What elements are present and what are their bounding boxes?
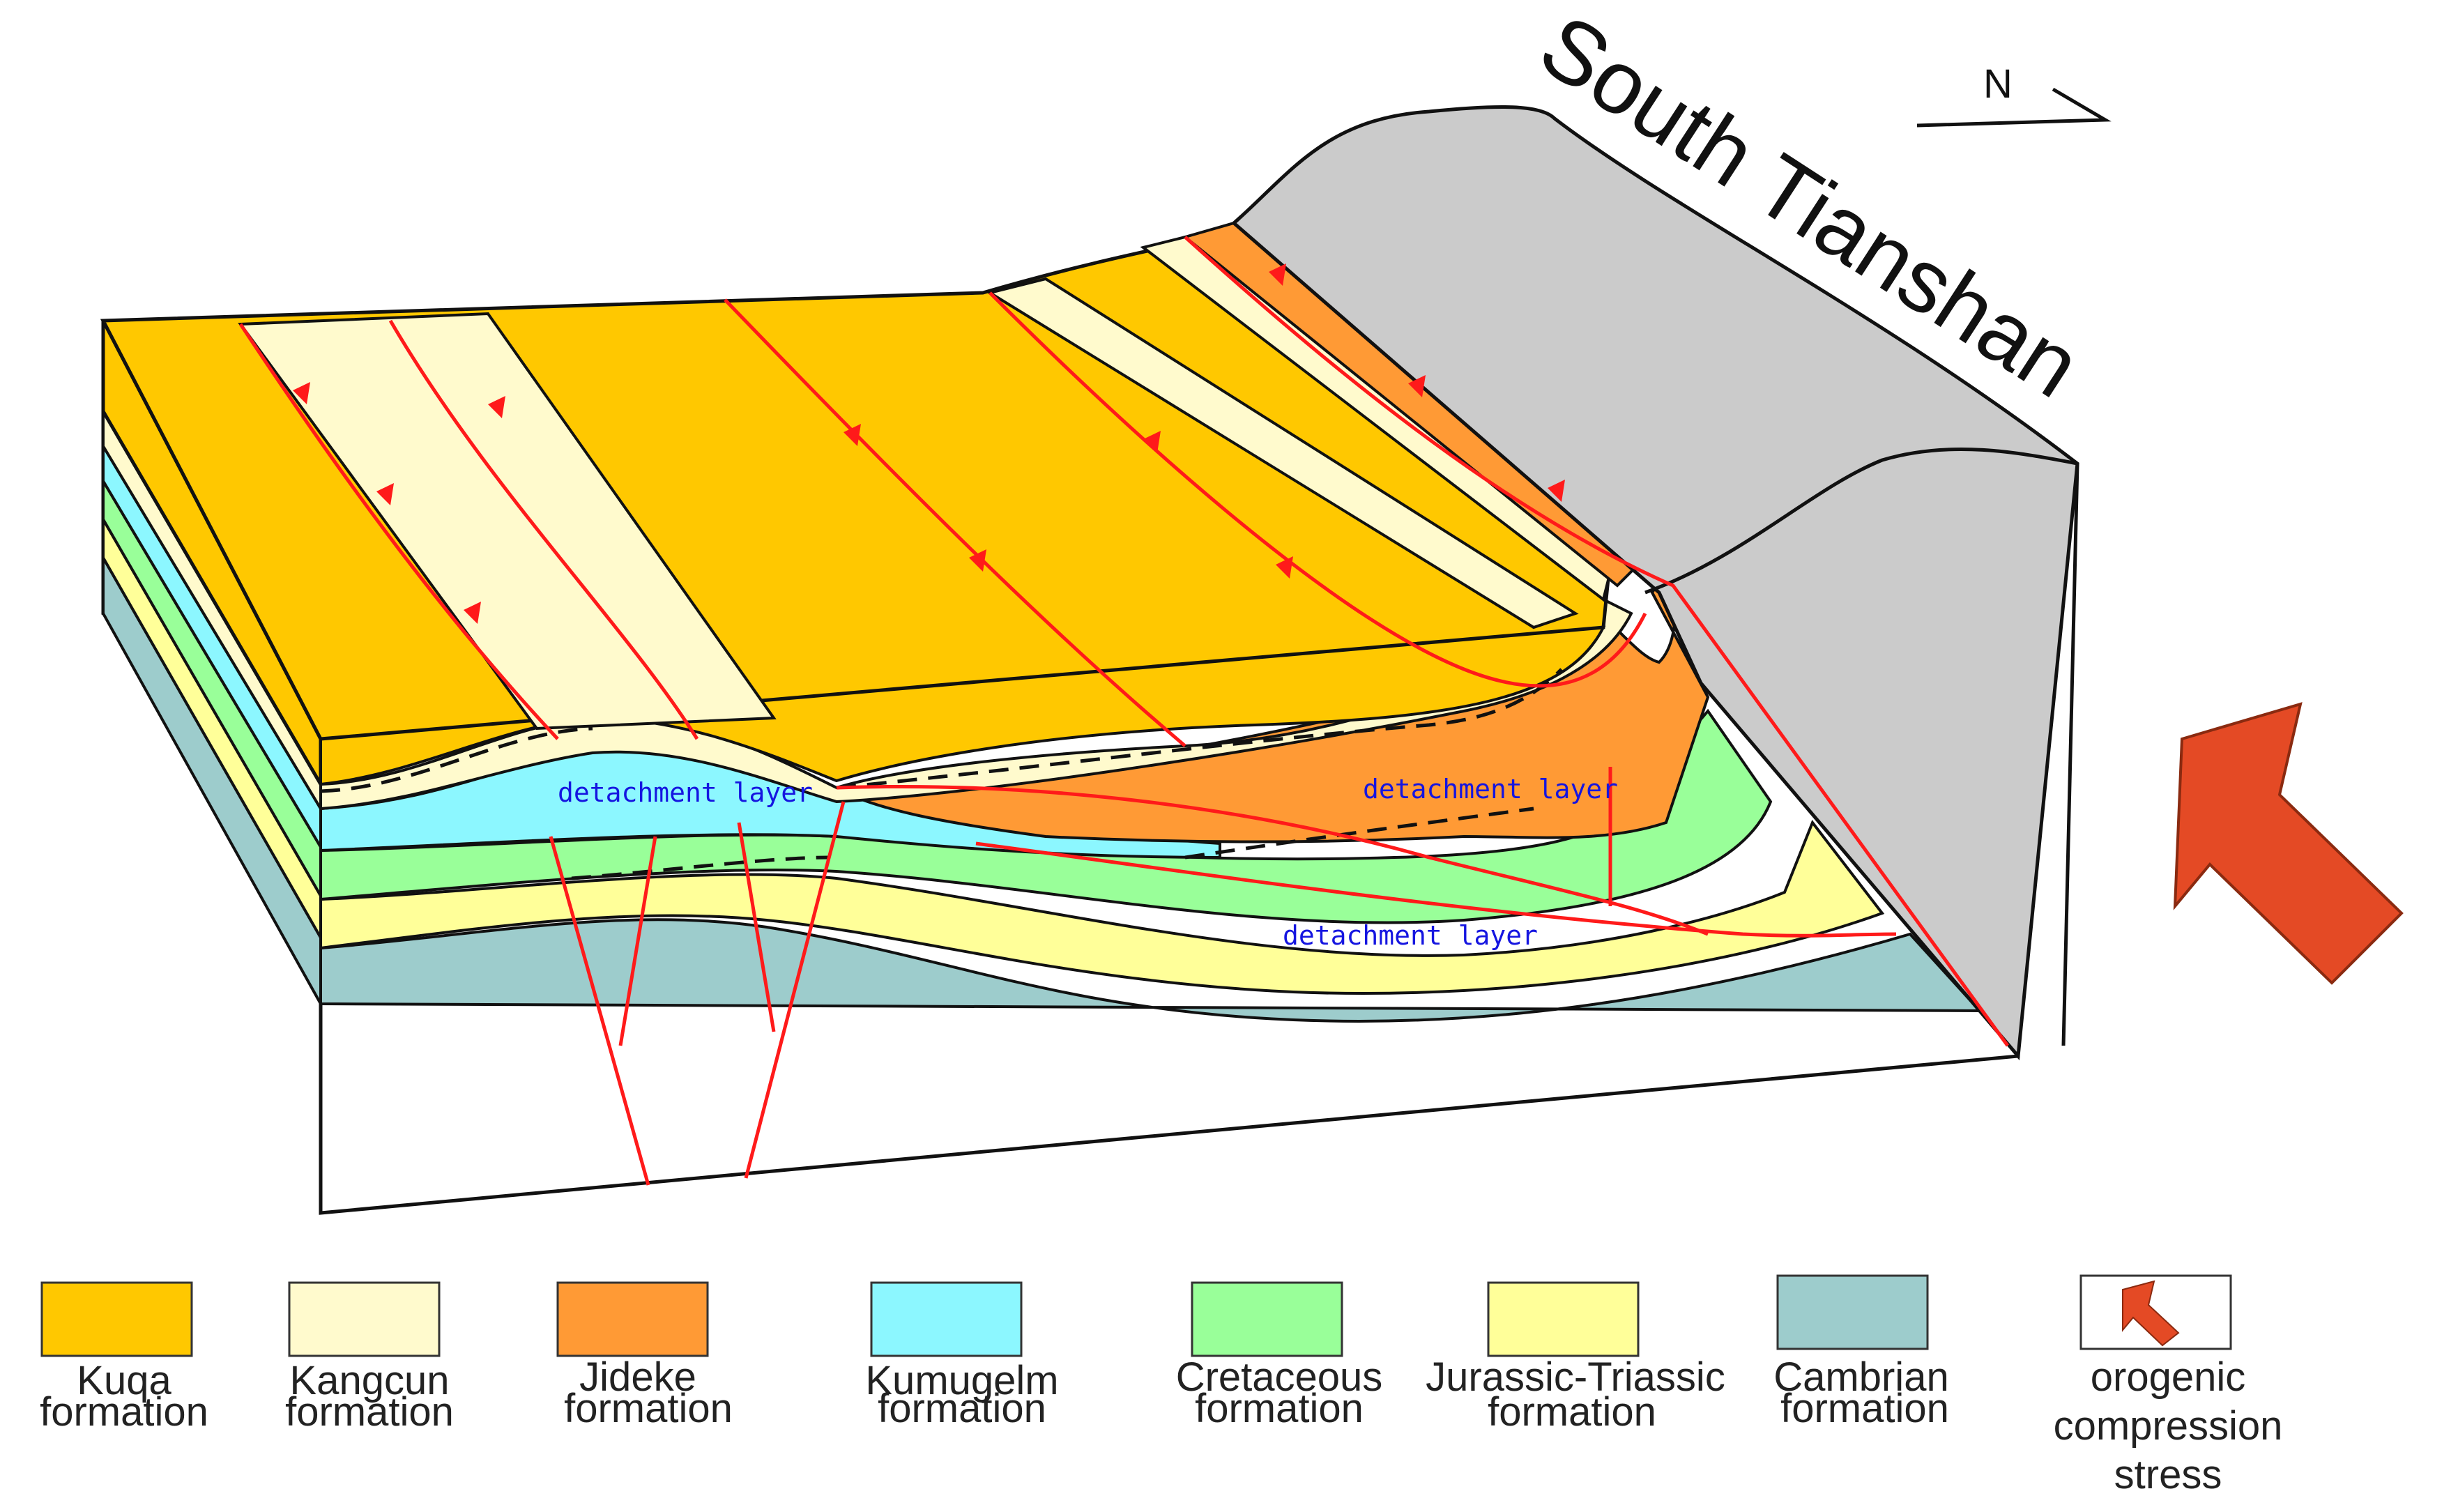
legend-sublabel-kumugelm: formation [878, 1386, 1046, 1431]
front-cambrian [319, 918, 1983, 1023]
annotations: detachment layer detachment layer detach… [558, 774, 1618, 951]
fault-3 [724, 298, 1186, 747]
fault-4 [988, 291, 1647, 688]
legend-item-cambrian: Cambrian formation [1773, 1274, 1949, 1431]
mountain-block [1231, 105, 2079, 1061]
north-arrow-icon [1916, 87, 2112, 128]
legend-label-stress-3: stress [2114, 1452, 2222, 1497]
legend-sublabel-jurassic-triassic: formation [1488, 1389, 1656, 1435]
top-band-kangcun-1 [238, 312, 777, 731]
legend-sublabel-kangcun: formation [285, 1389, 454, 1435]
legend-sublabel-jideke: formation [564, 1386, 733, 1431]
mountain-right-edge [2061, 463, 2079, 1046]
fault-7 [975, 841, 1897, 938]
legend-sublabel-kuqa: formation [40, 1389, 208, 1435]
dashed-horizon-3 [571, 855, 830, 880]
detachment-label-2: detachment layer [1363, 774, 1618, 804]
fault-2 [388, 319, 699, 740]
legend-label-jurassic-triassic: Jurassic-Triassic [1426, 1354, 1725, 1400]
dashed-horizon-2 [836, 668, 1563, 790]
fault-teeth [293, 264, 1565, 624]
fault-11 [744, 801, 846, 1179]
fault-6 [836, 784, 1709, 936]
north-arrow: N [1916, 61, 2112, 128]
legend-item-kumugelm: Kumugelm formation [865, 1281, 1059, 1431]
legend-sublabel-cambrian: formation [1780, 1386, 1949, 1431]
mountain-face [1231, 105, 2079, 1061]
north-label: N [1983, 61, 2013, 107]
detachment-label-3: detachment layer [1283, 920, 1538, 951]
legend-label-kuqa: Kuqa [77, 1358, 171, 1403]
cross-section [101, 319, 2020, 1215]
faults [238, 236, 2010, 1186]
top-band-kangcun-2 [986, 277, 1579, 629]
detachment-label-1: detachment layer [558, 777, 813, 808]
front-jurassic-triassic [319, 819, 1885, 995]
legend-label-jideke: Jideke [579, 1354, 696, 1400]
legend-label-cretaceous: Cretaceous [1176, 1354, 1383, 1400]
legend-item-kangcun: Kangcun formation [285, 1281, 454, 1435]
dashed-horizon-1 [320, 726, 593, 793]
fault-1 [238, 323, 559, 740]
fault-8 [549, 836, 650, 1186]
front-kuqa [319, 625, 1606, 786]
fault-10 [737, 822, 776, 1032]
legend-label-cambrian: Cambrian [1773, 1354, 1948, 1400]
stress-arrow-icon [2173, 702, 2404, 985]
dashed-horizon-4 [1184, 807, 1534, 860]
legend: Kuqa formation Kangcun formation Jideke … [40, 1274, 2283, 1497]
legend-stress-arrow-icon [2122, 1280, 2180, 1347]
legend-item-jurassic-triassic: Jurassic-Triassic formation [1426, 1281, 1725, 1435]
legend-label-kumugelm: Kumugelm [865, 1358, 1058, 1403]
legend-label-stress-1: orogenic [2091, 1354, 2245, 1400]
legend-item-stress: orogenic compression stress [2054, 1274, 2283, 1497]
fault-9 [618, 836, 657, 1046]
mountain-ridge [1644, 448, 2078, 595]
stress-arrow [2173, 702, 2404, 985]
legend-label-kangcun: Kangcun [290, 1358, 450, 1403]
legend-item-jideke: Jideke formation [556, 1281, 733, 1431]
legend-item-kuqa: Kuqa formation [40, 1281, 208, 1435]
legend-item-cretaceous: Cretaceous formation [1176, 1281, 1383, 1431]
fault-5 [1184, 236, 2010, 1047]
legend-sublabel-cretaceous: formation [1195, 1386, 1364, 1431]
legend-label-stress-2: compression [2054, 1403, 2283, 1449]
